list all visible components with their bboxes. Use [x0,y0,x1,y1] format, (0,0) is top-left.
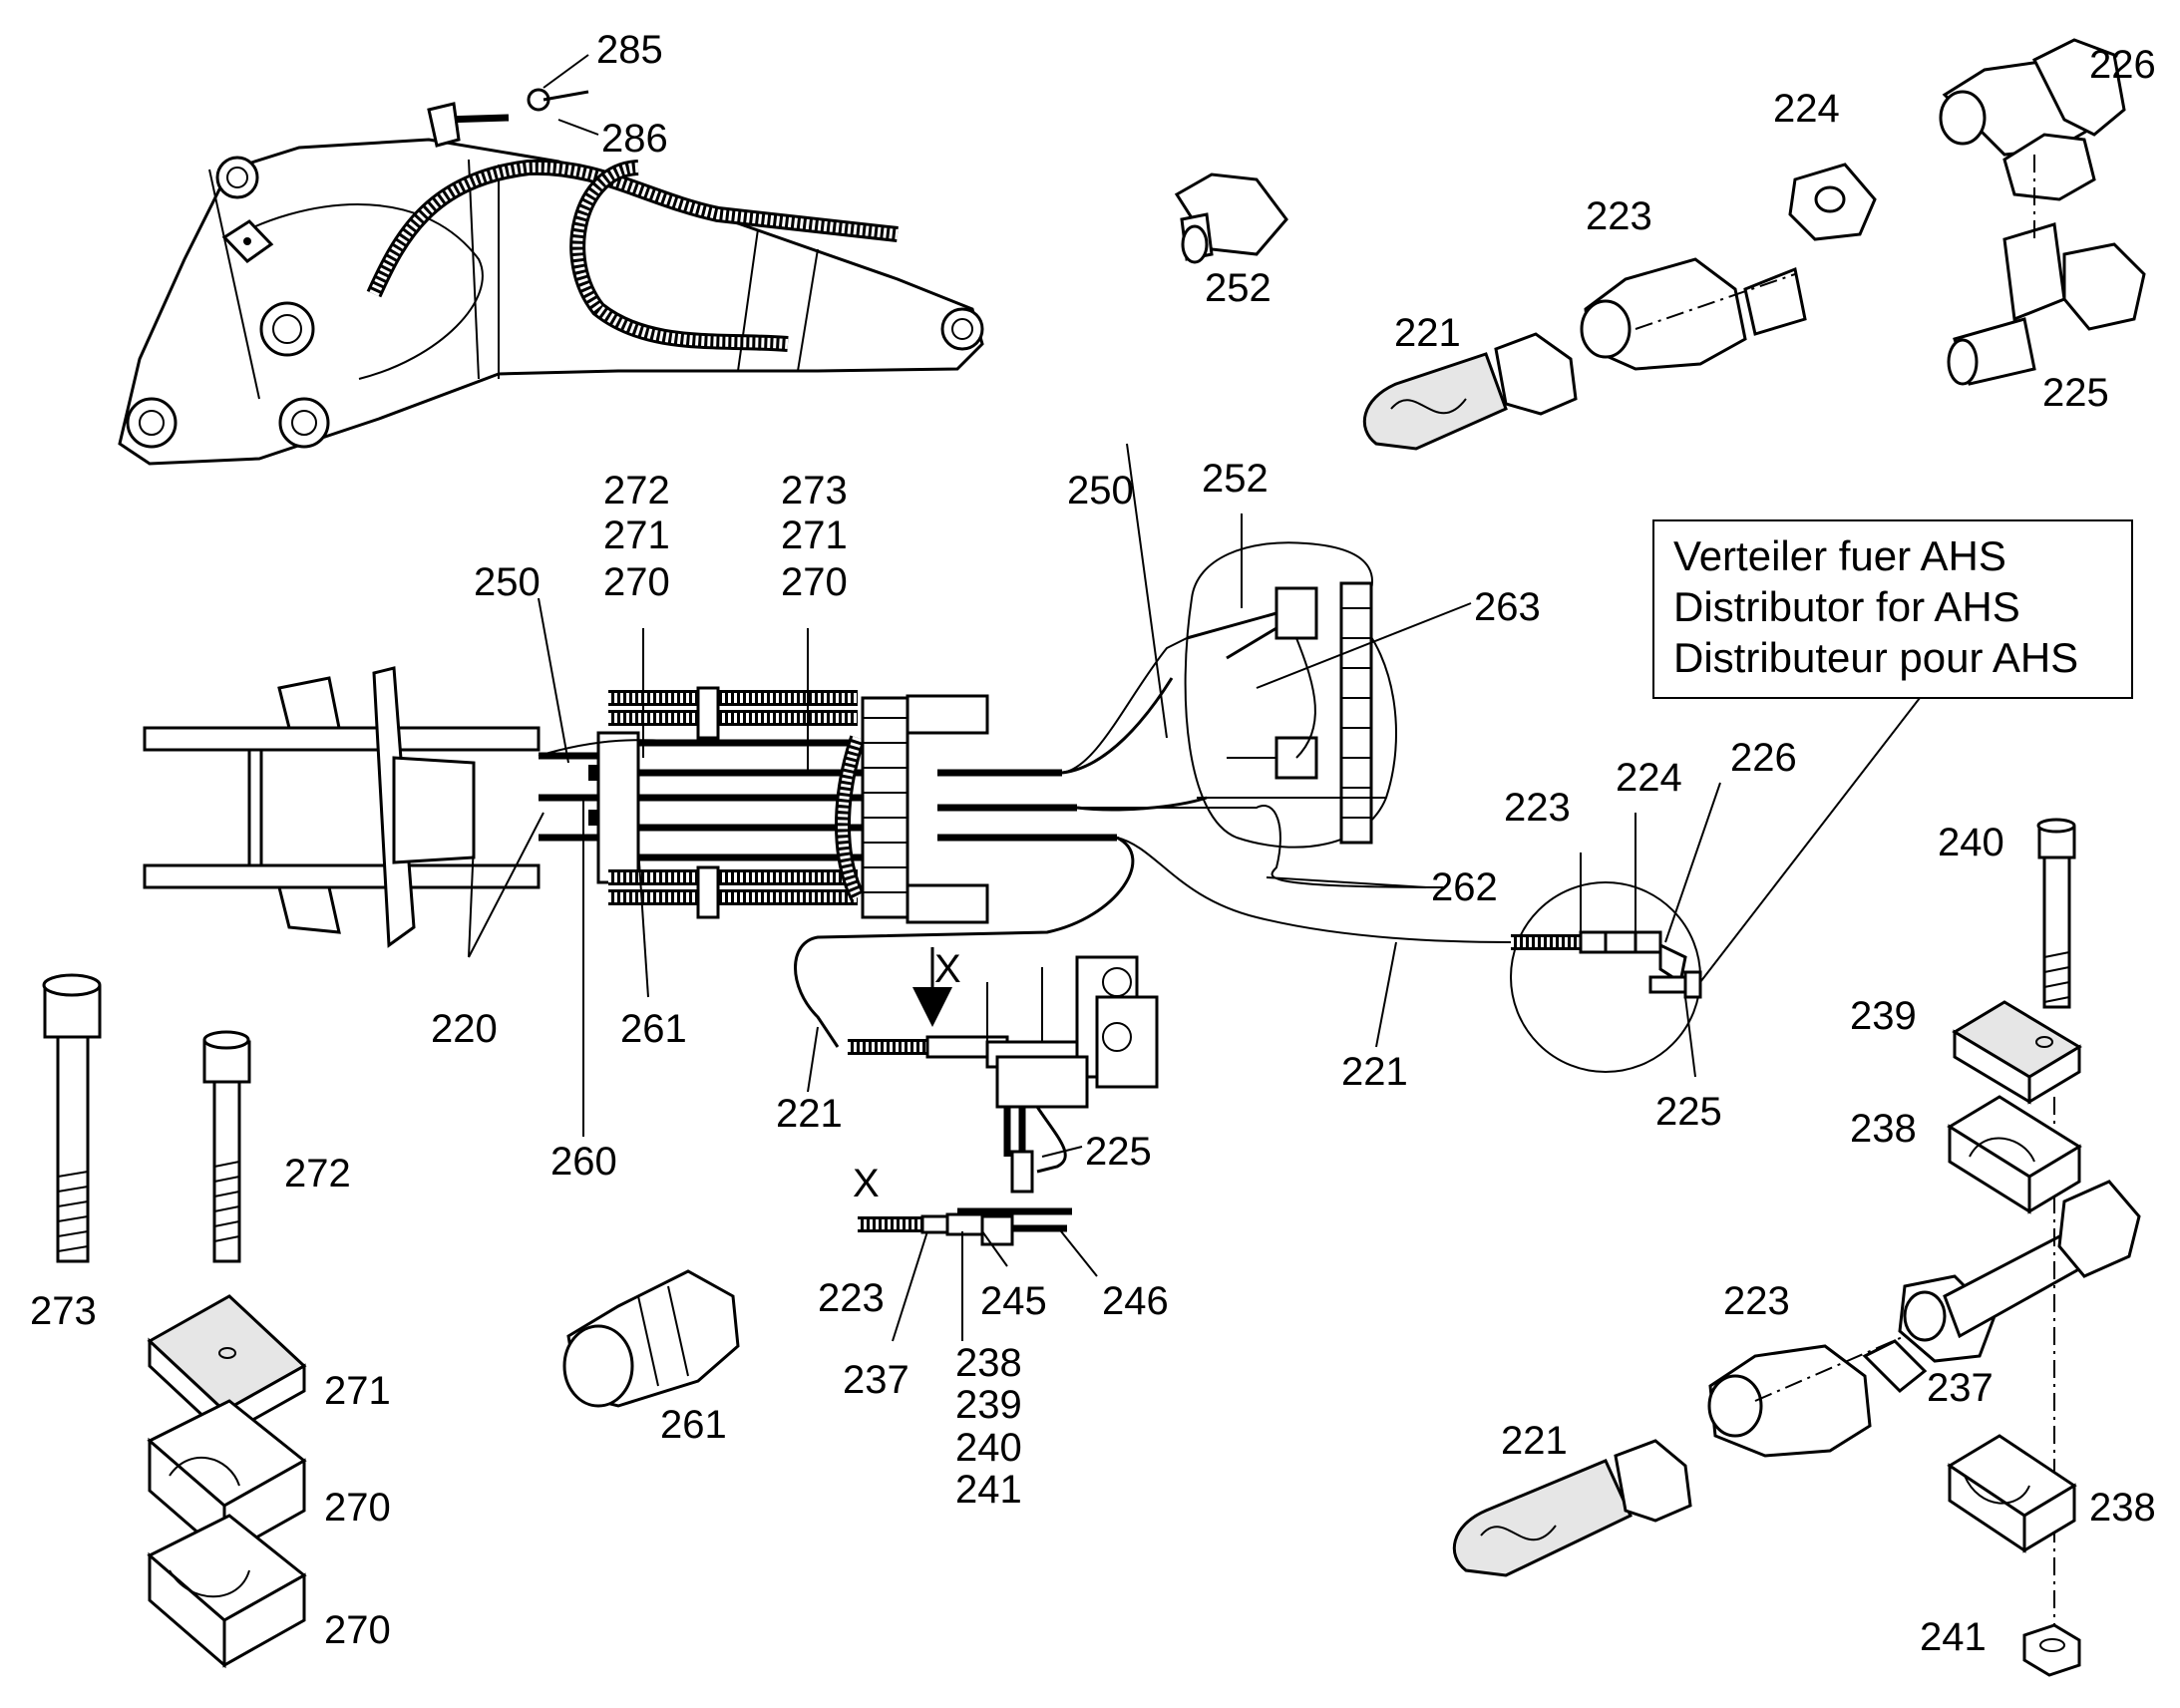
label-x-arrow: X [934,947,961,991]
label-261: 261 [620,1007,687,1051]
label-240: 240 [1938,821,2004,864]
label-221: 221 [1501,1419,1568,1463]
label-221: 221 [776,1092,843,1136]
bolt-272 [202,1030,251,1263]
label-224: 224 [1616,756,1682,800]
boom-arm [118,88,984,466]
note-line-2: Distributor for AHS [1673,583,2020,630]
label-273: 273 [781,469,848,512]
bottom-right-fitting-assembly [1452,1097,2141,1645]
valve-block-x [848,947,1159,1194]
label-272: 272 [603,469,670,512]
label-226: 226 [1730,736,1797,780]
label-246: 246 [1102,1279,1169,1323]
nut-241 [2022,1623,2081,1677]
detail-x [858,1207,1072,1246]
central-hydraulic-assembly [143,666,1208,1048]
clamp-half-270-lower [147,1514,307,1669]
label-270: 270 [603,560,670,604]
label-225: 225 [1085,1130,1152,1174]
note-box: Verteiler fuer AHS Distributor for AHS D… [1652,519,2133,699]
label-240: 240 [955,1426,1022,1470]
label-252: 252 [1205,266,1272,310]
label-271: 271 [781,513,848,557]
label-224: 224 [1773,87,1840,131]
zoom-circle-fitting [1510,881,1702,1073]
label-285: 285 [596,28,663,72]
bolt-273 [42,973,102,1263]
label-239: 239 [955,1383,1022,1427]
label-x-detail: X [853,1162,880,1205]
label-263: 263 [1474,585,1541,629]
label-286: 286 [601,117,668,161]
label-225: 225 [2042,371,2109,415]
bolt-240 [2036,818,2076,1009]
label-223: 223 [1504,786,1571,830]
label-225: 225 [1655,1090,1722,1134]
hose-routes [1061,637,1512,943]
label-220: 220 [431,1007,498,1051]
label-223: 223 [1586,194,1652,238]
label-221: 221 [1394,311,1461,355]
label-223: 223 [818,1276,885,1320]
label-271: 271 [324,1369,391,1413]
label-226: 226 [2089,43,2156,87]
label-241: 241 [955,1468,1022,1512]
label-261: 261 [660,1403,727,1447]
label-245: 245 [980,1279,1047,1323]
label-238: 238 [1850,1107,1917,1151]
label-270: 270 [324,1486,391,1530]
clamp-238-lower [1947,1434,2077,1553]
leader-lines [468,54,1921,1342]
label-250: 250 [1067,469,1134,512]
label-237: 237 [843,1358,909,1402]
fitting-252 [1174,172,1288,264]
part-labels: 285 286 252 224 226 223 221 225 250 252 … [30,28,2156,1659]
note-line-3: Distributeur pour AHS [1673,634,2078,681]
label-239: 239 [1850,994,1917,1038]
label-252: 252 [1202,457,1269,501]
top-right-fitting-assembly [1362,38,2146,451]
label-272: 272 [284,1152,351,1196]
label-270: 270 [781,560,848,604]
label-221: 221 [1341,1050,1408,1094]
label-260: 260 [550,1140,617,1184]
label-273: 273 [30,1289,97,1333]
label-262: 262 [1431,865,1498,909]
note-line-1: Verteiler fuer AHS [1673,532,2006,579]
clamp-238-upper [1947,1095,2082,1214]
fitting-261 [562,1269,740,1408]
label-250: 250 [474,560,541,604]
label-241: 241 [1920,1615,1987,1659]
label-223: 223 [1723,1279,1790,1323]
plate-239 [1952,1000,2082,1105]
label-271: 271 [603,513,670,557]
label-270: 270 [324,1608,391,1652]
label-237: 237 [1927,1366,1994,1410]
label-238: 238 [2089,1486,2156,1530]
label-238: 238 [955,1341,1022,1385]
zoom-circle-distributor [1184,541,1397,849]
